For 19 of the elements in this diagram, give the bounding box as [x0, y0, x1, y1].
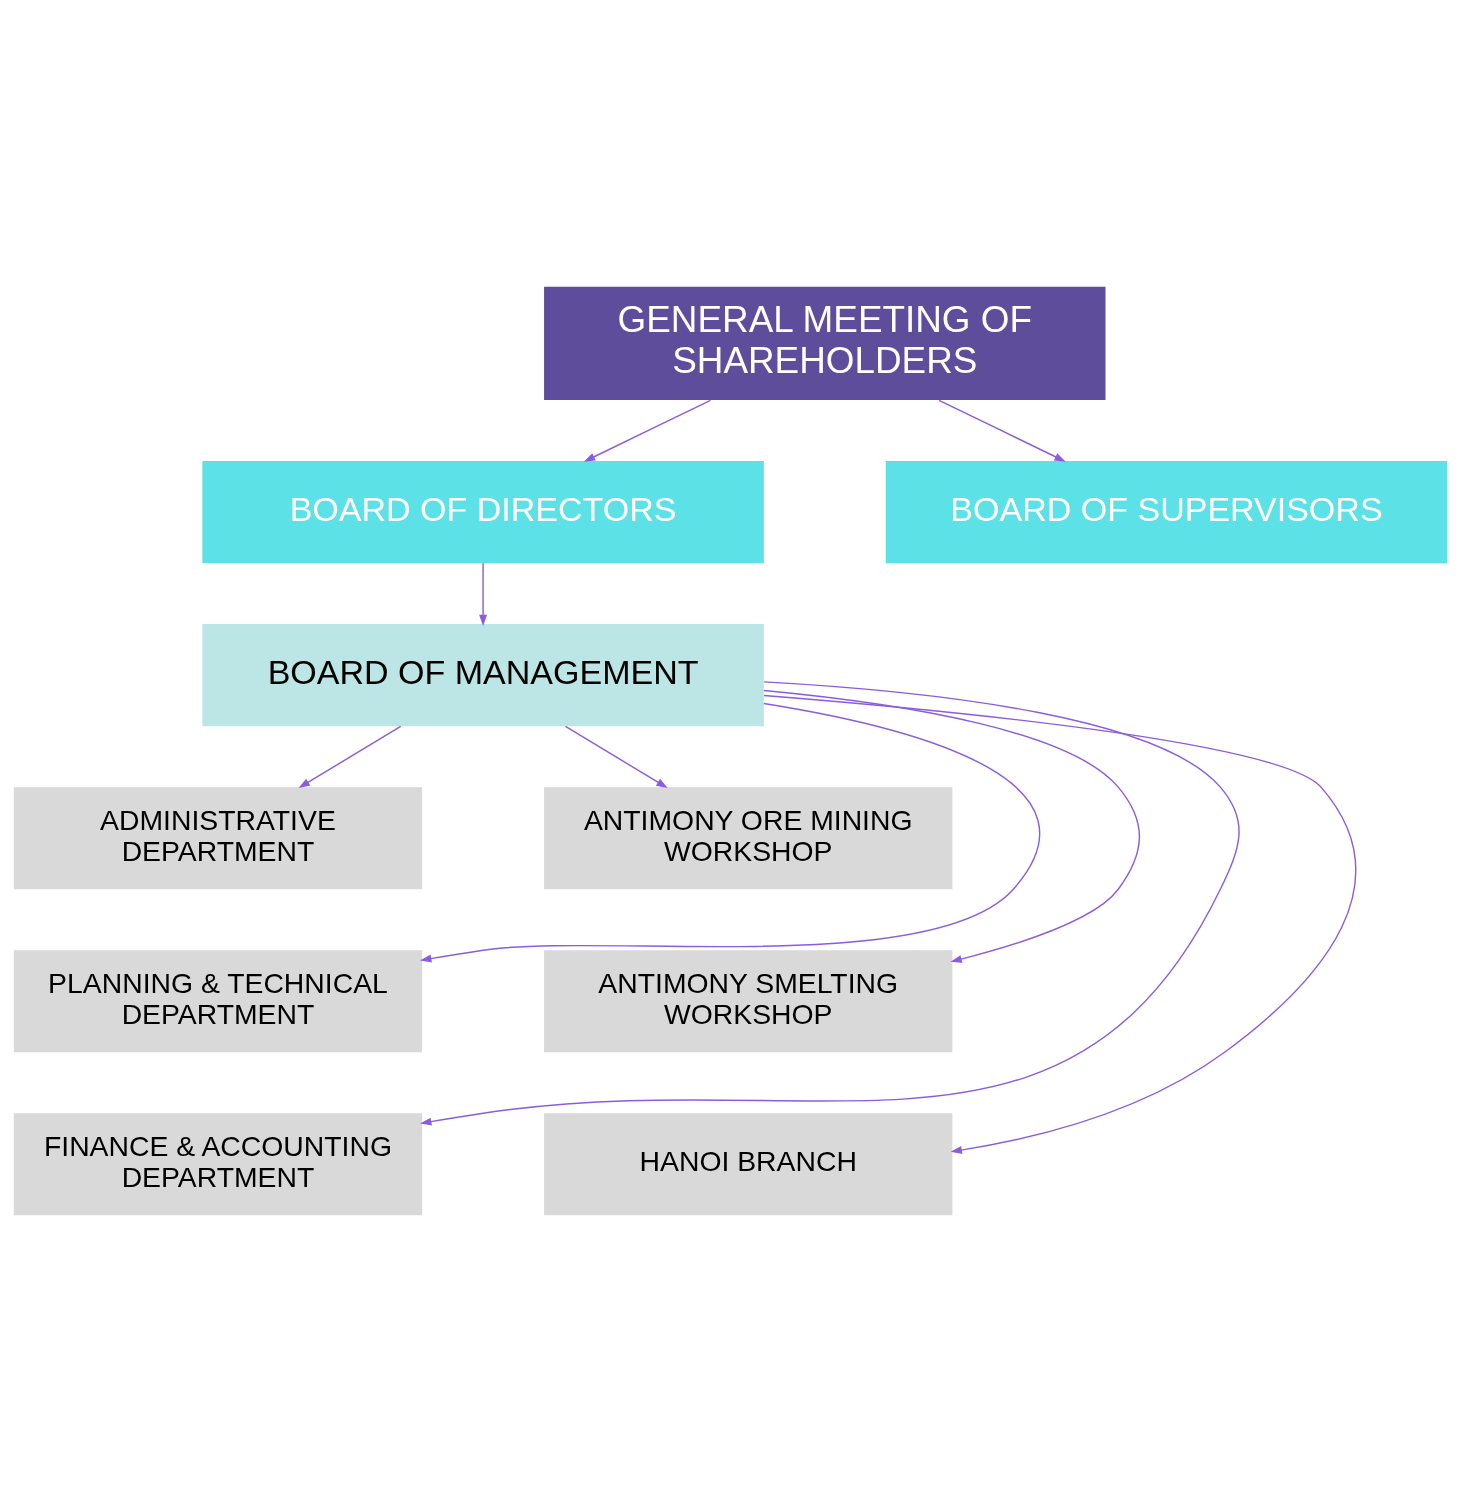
node-box: GENERAL MEETING OF SHAREHOLDERS [544, 286, 1106, 401]
arrow [564, 725, 668, 789]
arrow [420, 681, 1240, 1126]
arrow [420, 702, 1040, 963]
node-box: HANOI BRANCH [544, 1113, 953, 1216]
arrow [479, 562, 488, 627]
node-box: ANTIMONY SMELTING WORKSHOP [544, 950, 953, 1053]
arrow [763, 694, 1356, 1154]
node-box: BOARD OF DIRECTORS [202, 461, 764, 564]
arrow [938, 399, 1066, 462]
node-box: FINANCE & ACCOUNTING DEPARTMENT [13, 1113, 423, 1216]
node-box: ANTIMONY ORE MINING WORKSHOP [544, 787, 953, 890]
node-box: BOARD OF MANAGEMENT [202, 624, 764, 727]
node-box: BOARD OF SUPERVISORS [885, 461, 1448, 564]
node-box: ADMINISTRATIVE DEPARTMENT [13, 787, 423, 890]
node-box: PLANNING & TECHNICAL DEPARTMENT [13, 950, 423, 1053]
arrow [583, 399, 712, 462]
arrow [298, 725, 402, 789]
arrow [763, 689, 1141, 963]
